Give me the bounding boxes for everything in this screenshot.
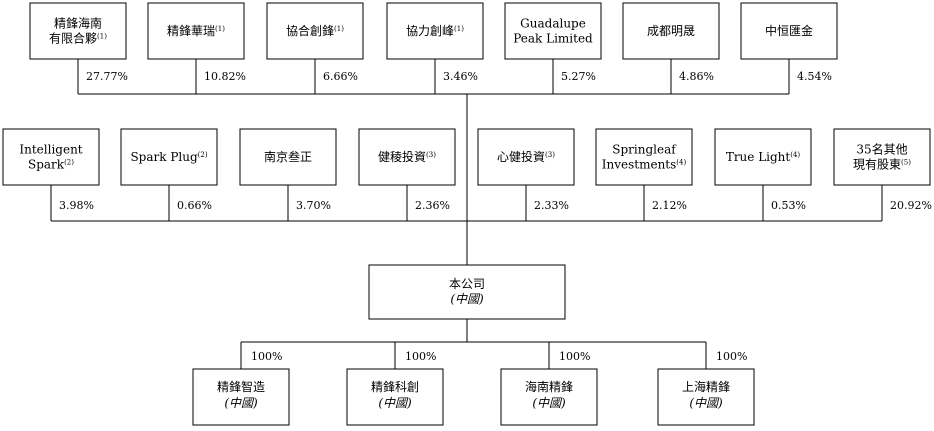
top-shareholder-box	[147, 2, 245, 60]
top-shareholder-pct: 4.54%	[797, 70, 832, 83]
bottom-shareholder-label-line: 現有股東(5)	[853, 158, 911, 172]
company-box	[368, 264, 566, 320]
bottom-shareholder-box	[477, 128, 575, 186]
subsidiary-region: (中國)	[224, 396, 258, 410]
subsidiary-region: (中國)	[378, 396, 412, 410]
note-ref: (3)	[426, 151, 436, 159]
bottom-shareholder-pct: 2.12%	[652, 199, 687, 212]
top-shareholder-label: 成都明晟	[647, 24, 695, 38]
top-shareholder-label-line: Peak Limited	[513, 32, 593, 46]
bottom-shareholder-label: 南京叁正	[264, 149, 312, 164]
top-shareholder-label: 協力創峰(1)	[406, 23, 464, 38]
top-shareholder-pct: 4.86%	[679, 70, 714, 83]
bottom-shareholder-pct: 0.53%	[771, 199, 806, 212]
bottom-shareholder-pct: 3.98%	[59, 199, 94, 212]
subsidiary-pct: 100%	[716, 350, 747, 363]
top-shareholder-pct: 27.77%	[86, 70, 128, 83]
top-shareholder-label: 中恒匯金	[765, 23, 813, 38]
company-name: 本公司	[449, 277, 485, 291]
bottom-shareholder-label-line: Springleaf	[612, 143, 677, 157]
subsidiary-name: 海南精鋒	[525, 379, 573, 394]
bottom-shareholder-label-line: Intelligent	[19, 143, 82, 157]
top-shareholder-label-line: 有限合夥(1)	[49, 31, 107, 46]
top-shareholder-label: 協合創鋒(1)	[286, 23, 344, 38]
note-ref: (1)	[334, 25, 344, 33]
top-shareholder-box	[622, 2, 720, 60]
bottom-shareholder-label-line: Spark(2)	[28, 158, 74, 172]
bottom-shareholder-box	[714, 128, 812, 186]
subsidiary-region: (中國)	[532, 396, 566, 410]
bottom-shareholder-label-line: Spark Plug(2)	[130, 150, 207, 164]
bottom-shareholder-pct: 0.66%	[177, 199, 212, 212]
bottom-shareholder-pct: 20.92%	[890, 199, 932, 212]
subsidiary-name: 精鋒科創	[371, 379, 419, 394]
bottom-shareholder-label-line: 心健投資(3)	[497, 149, 555, 164]
subsidiary-pct: 100%	[251, 350, 282, 363]
subsidiary-pct: 100%	[405, 350, 436, 363]
note-ref: (1)	[97, 33, 107, 41]
bottom-shareholder-label: 健稜投資(3)	[378, 149, 436, 164]
top-shareholder-label-line: 精鋒華瑞(1)	[167, 23, 225, 38]
top-shareholder-label-line: 精鋒海南	[54, 16, 102, 31]
subsidiary-name: 上海精鋒	[682, 379, 730, 394]
note-ref: (2)	[198, 151, 208, 159]
bottom-shareholder-label-line: True Light(4)	[726, 150, 801, 164]
bottom-shareholder-label: True Light(4)	[726, 150, 801, 164]
top-shareholder-label-line: 中恒匯金	[765, 23, 813, 38]
top-shareholder-pct: 6.66%	[323, 70, 358, 83]
top-shareholder-label-line: 協合創鋒(1)	[286, 23, 344, 38]
note-ref: (1)	[454, 25, 464, 33]
note-ref: (1)	[215, 25, 225, 33]
top-shareholder-pct: 10.82%	[204, 70, 246, 83]
bottom-shareholder-box	[2, 128, 100, 186]
bottom-shareholder-label-line: 南京叁正	[264, 149, 312, 164]
bottom-shareholder-label: 心健投資(3)	[497, 149, 555, 164]
top-shareholder-pct: 5.27%	[561, 70, 596, 83]
bottom-shareholder-box	[120, 128, 218, 186]
top-shareholder-label-line: Guadalupe	[520, 17, 586, 31]
subsidiary-box	[346, 368, 444, 426]
top-shareholder-label-line: 成都明晟	[647, 24, 695, 38]
bottom-shareholder-box	[833, 128, 931, 186]
bottom-shareholder-box	[239, 128, 337, 186]
note-ref: (4)	[676, 159, 686, 167]
note-ref: (2)	[64, 159, 74, 167]
note-ref: (3)	[545, 151, 555, 159]
subsidiary-region: (中國)	[689, 396, 723, 410]
subsidiary-box	[192, 368, 290, 426]
bottom-shareholder-pct: 2.36%	[415, 199, 450, 212]
bottom-shareholder-label: Spark Plug(2)	[130, 150, 207, 164]
subsidiary-name: 精鋒智造	[217, 379, 265, 394]
note-ref: (5)	[901, 159, 911, 167]
subsidiary-pct: 100%	[559, 350, 590, 363]
note-ref: (4)	[790, 151, 800, 159]
top-shareholder-label-line: 協力創峰(1)	[406, 23, 464, 38]
bottom-shareholder-pct: 3.70%	[296, 199, 331, 212]
top-shareholder-label: 精鋒華瑞(1)	[167, 23, 225, 38]
bottom-shareholder-box	[358, 128, 456, 186]
company-region: (中國)	[450, 292, 484, 306]
bottom-shareholder-label-line: 健稜投資(3)	[378, 149, 436, 164]
bottom-shareholder-pct: 2.33%	[534, 199, 569, 212]
top-shareholder-box	[504, 2, 602, 60]
bottom-shareholder-label-line: 35名其他	[856, 142, 907, 157]
bottom-shareholder-label-line: Investments(4)	[602, 158, 687, 172]
subsidiary-box	[500, 368, 598, 426]
top-shareholder-pct: 3.46%	[443, 70, 478, 83]
subsidiary-box	[657, 368, 755, 426]
